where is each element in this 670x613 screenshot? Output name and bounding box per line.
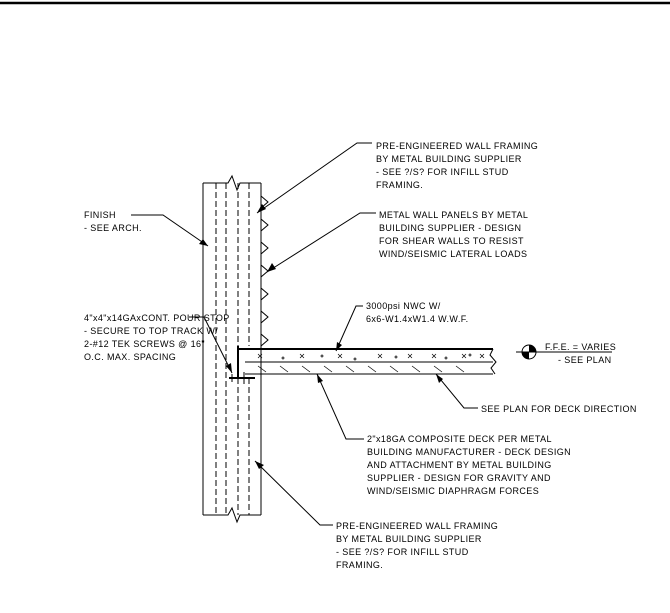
- leader-lines: [131, 142, 478, 526]
- note-wall-framing-bottom: PRE-ENGINEERED WALL FRAMING BY METAL BUI…: [336, 521, 501, 570]
- metal-wall-panel: [260, 195, 269, 347]
- note-concrete: 3000psi NWC W/ 6x6-W1.4xW1.4 W.W.F.: [366, 301, 469, 324]
- note-wall-panels: METAL WALL PANELS BY METAL BUILDING SUPP…: [379, 210, 531, 259]
- note-finish: FINISH - SEE ARCH.: [84, 210, 142, 233]
- pour-stop-angle: [229, 346, 255, 384]
- note-deck-direction: SEE PLAN FOR DECK DIRECTION: [481, 404, 637, 414]
- bottom-break-line: [203, 506, 261, 524]
- note-wall-framing-top: PRE-ENGINEERED WALL FRAMING BY METAL BUI…: [376, 141, 541, 190]
- elevation-marker: [516, 344, 612, 360]
- note-composite-deck: 2"x18GA COMPOSITE DECK PER METAL BUILDIN…: [367, 434, 574, 496]
- note-pour-stop: 4"x4"x14GAxCONT. POUR STOP - SECURE TO T…: [84, 313, 232, 362]
- top-break-line: [203, 174, 261, 192]
- note-ffe: F.F.E. = VARIES - SEE PLAN: [545, 342, 619, 365]
- concrete-slab: [237, 346, 497, 376]
